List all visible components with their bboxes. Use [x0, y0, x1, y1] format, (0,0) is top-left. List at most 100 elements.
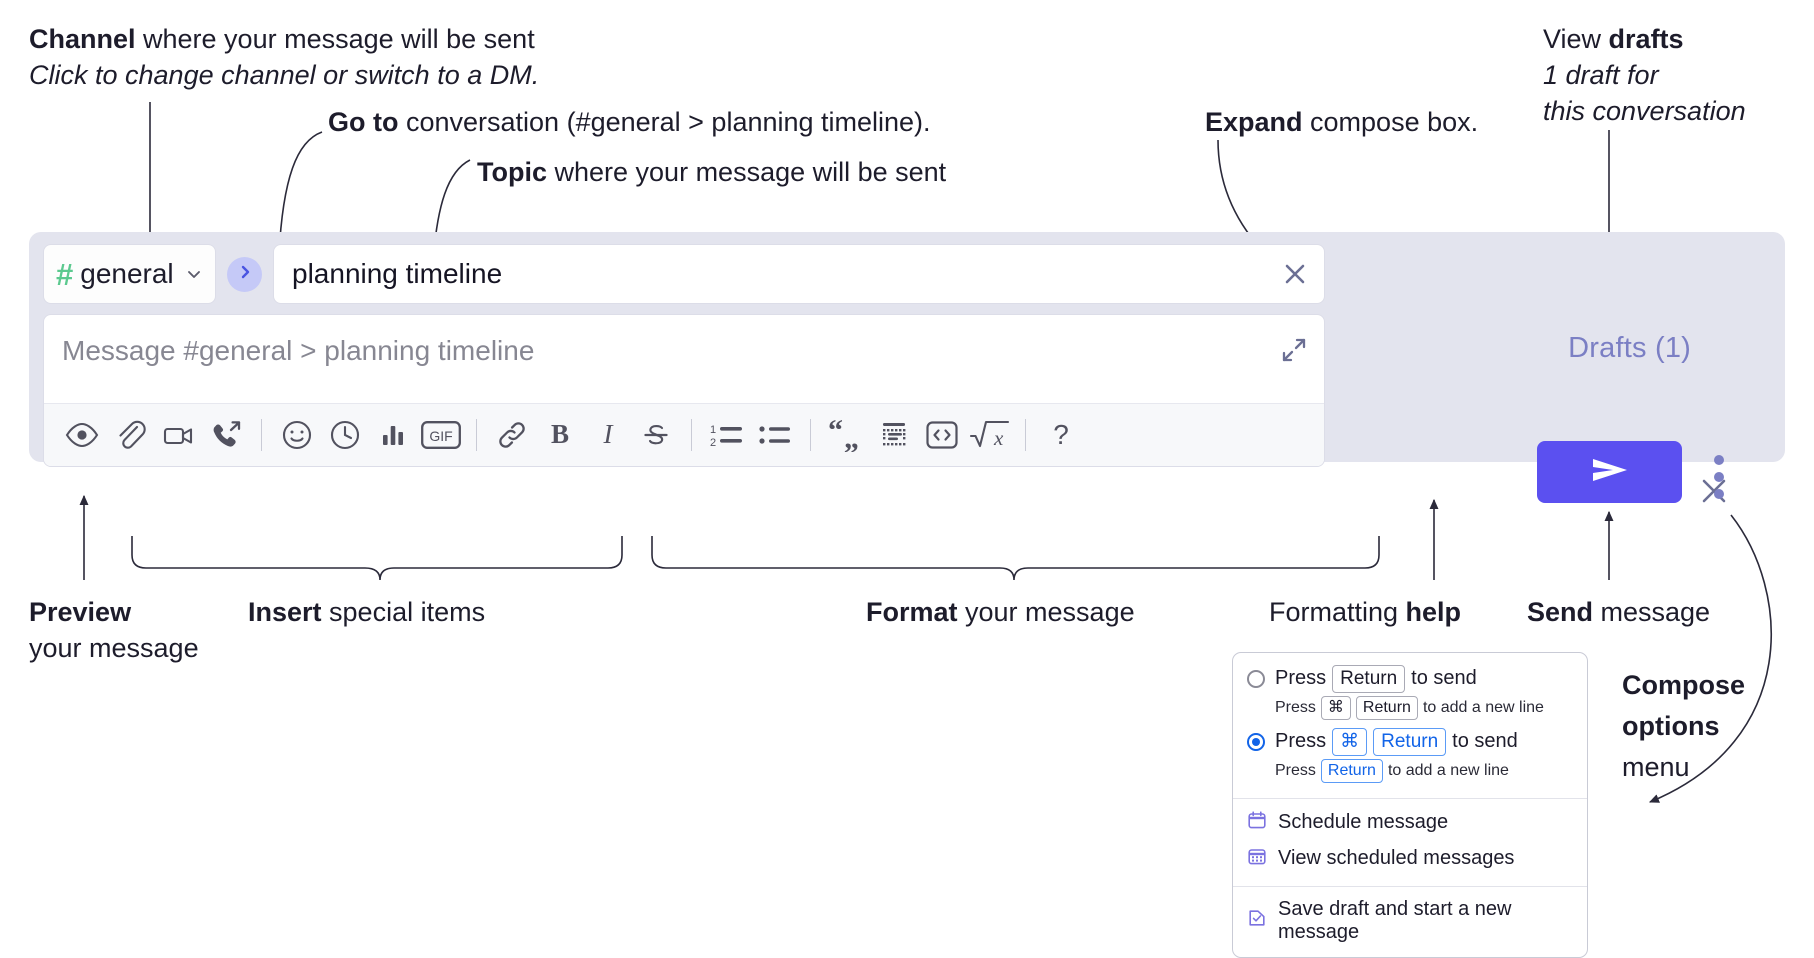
- close-icon[interactable]: [1280, 259, 1310, 289]
- annotation-goto-bold: Go to: [328, 107, 399, 137]
- annotation-expand: Expand compose box.: [1205, 104, 1478, 140]
- audio-clip-icon[interactable]: [202, 411, 250, 459]
- compose-header-row: # general planning timeline: [43, 244, 1325, 304]
- italic-icon[interactable]: I: [584, 411, 632, 459]
- svg-text:„: „: [844, 422, 859, 452]
- svg-text:x: x: [993, 426, 1004, 450]
- calendar-icon: [1247, 810, 1267, 836]
- menu-item-label: Schedule message: [1278, 811, 1449, 833]
- toolbar-separator: [1025, 419, 1026, 451]
- latex-icon[interactable]: x: [966, 411, 1014, 459]
- annotation-channel-bold: Channel: [29, 24, 136, 54]
- annotation-drafts-bold: drafts: [1608, 24, 1684, 54]
- annotation-preview-bold: Preview: [29, 597, 132, 627]
- menu-item-view-scheduled-messages[interactable]: View scheduled messages: [1233, 841, 1587, 877]
- channel-selector[interactable]: # general: [43, 244, 216, 304]
- message-input[interactable]: Message #general > planning timeline: [44, 315, 1324, 403]
- kebab-dot: [1714, 489, 1724, 499]
- formatting-help-icon[interactable]: ?: [1037, 411, 1085, 459]
- annotation-compose-options-l3: menu: [1622, 752, 1690, 782]
- annotation-send: Send message: [1527, 594, 1710, 630]
- annotation-format-bold: Format: [866, 597, 958, 627]
- blockquote-icon[interactable]: “„: [822, 411, 870, 459]
- send-button[interactable]: [1537, 441, 1682, 503]
- annotation-drafts-plain: View: [1543, 24, 1609, 54]
- key-return: Return: [1373, 727, 1447, 756]
- compose-options-menu: Press Return to send Press ⌘ Return to a…: [1232, 652, 1588, 958]
- goto-conversation-button[interactable]: [227, 256, 262, 292]
- emoji-icon[interactable]: [273, 411, 321, 459]
- save-draft-icon: [1247, 908, 1267, 934]
- annotation-channel: Channel where your message will be sent …: [29, 21, 539, 93]
- video-clip-icon[interactable]: [154, 411, 202, 459]
- annotation-send-bold: Send: [1527, 597, 1594, 627]
- formatting-toolbar: GIF B I: [44, 403, 1324, 466]
- compose-options-button[interactable]: [1714, 455, 1724, 499]
- annotation-compose-options-l2: options: [1622, 711, 1720, 741]
- compose-widget: # general planning timeline Messag: [29, 232, 1785, 503]
- key-return: Return: [1320, 758, 1383, 783]
- attachment-icon[interactable]: [106, 411, 154, 459]
- svg-text:I: I: [603, 419, 615, 449]
- menu-option-cmd-return-to-send[interactable]: Press ⌘ Return to send Press Return to a…: [1233, 726, 1587, 789]
- toolbar-separator: [691, 419, 692, 451]
- annotation-channel-rest: where your message will be sent: [135, 24, 535, 54]
- gif-icon[interactable]: GIF: [417, 411, 465, 459]
- annotation-goto: Go to conversation (#general > planning …: [328, 104, 931, 140]
- code-icon[interactable]: [918, 411, 966, 459]
- topic-input[interactable]: planning timeline: [273, 244, 1325, 304]
- menu-divider: [1233, 797, 1587, 799]
- svg-text:1: 1: [710, 424, 716, 436]
- menu-item-schedule-message[interactable]: Schedule message: [1233, 805, 1587, 841]
- option-sub-suffix: to add a new line: [1422, 698, 1544, 716]
- annotation-expand-bold: Expand: [1205, 107, 1303, 137]
- kebab-dot: [1714, 472, 1724, 482]
- toolbar-separator: [261, 419, 262, 451]
- expand-icon[interactable]: [1280, 336, 1308, 364]
- svg-text:“: “: [828, 418, 843, 447]
- link-icon[interactable]: [488, 411, 536, 459]
- annotation-insert-bold: Insert: [248, 597, 322, 627]
- preview-icon[interactable]: [58, 411, 106, 459]
- bulleted-list-icon[interactable]: [751, 411, 799, 459]
- annotation-compose-options: Compose options menu: [1622, 665, 1745, 788]
- option-sub-prefix: Press: [1275, 698, 1316, 716]
- ordered-list-icon[interactable]: 1 2: [703, 411, 751, 459]
- option-suffix: to send: [1411, 667, 1477, 690]
- key-command: ⌘: [1332, 727, 1368, 756]
- clock-icon[interactable]: [321, 411, 369, 459]
- code-block-icon[interactable]: [870, 411, 918, 459]
- bold-icon[interactable]: B: [536, 411, 584, 459]
- hash-icon: #: [56, 256, 74, 292]
- annotation-drafts-sub2: this conversation: [1543, 96, 1746, 126]
- radio-selected[interactable]: [1247, 732, 1265, 751]
- menu-option-return-to-send[interactable]: Press Return to send Press ⌘ Return to a…: [1233, 663, 1587, 726]
- annotation-expand-rest: compose box.: [1302, 107, 1479, 137]
- annotation-help-bold: help: [1405, 597, 1462, 627]
- annotation-goto-rest: conversation (#general > planning timeli…: [398, 107, 931, 137]
- annotation-topic-bold: Topic: [477, 157, 547, 187]
- option-prefix: Press: [1275, 667, 1327, 690]
- message-placeholder: Message #general > planning timeline: [62, 335, 535, 366]
- strikethrough-icon[interactable]: [632, 411, 680, 459]
- radio-unselected[interactable]: [1247, 669, 1265, 688]
- compose-main-column: # general planning timeline Messag: [43, 244, 1325, 467]
- annotation-format-rest: your message: [957, 597, 1135, 627]
- menu-item-save-draft[interactable]: Save draft and start a new message: [1233, 893, 1587, 949]
- send-icon: [1587, 453, 1633, 492]
- menu-item-label: View scheduled messages: [1278, 847, 1515, 869]
- kebab-dot: [1714, 455, 1724, 465]
- annotation-preview-rest: your message: [29, 633, 199, 663]
- svg-text:B: B: [551, 419, 569, 449]
- toolbar-separator: [810, 419, 811, 451]
- annotation-insert-rest: special items: [321, 597, 486, 627]
- option-suffix: to send: [1452, 730, 1518, 753]
- option-prefix: Press: [1275, 730, 1327, 753]
- annotation-topic-rest: where your message will be sent: [547, 157, 947, 187]
- annotation-insert: Insert special items: [248, 594, 485, 630]
- option-sub-suffix: to add a new line: [1387, 761, 1509, 779]
- chevron-right-icon: [236, 263, 254, 286]
- poll-icon[interactable]: [369, 411, 417, 459]
- annotation-channel-sub: Click to change channel or switch to a D…: [29, 60, 540, 90]
- drafts-link[interactable]: Drafts (1): [1568, 332, 1691, 364]
